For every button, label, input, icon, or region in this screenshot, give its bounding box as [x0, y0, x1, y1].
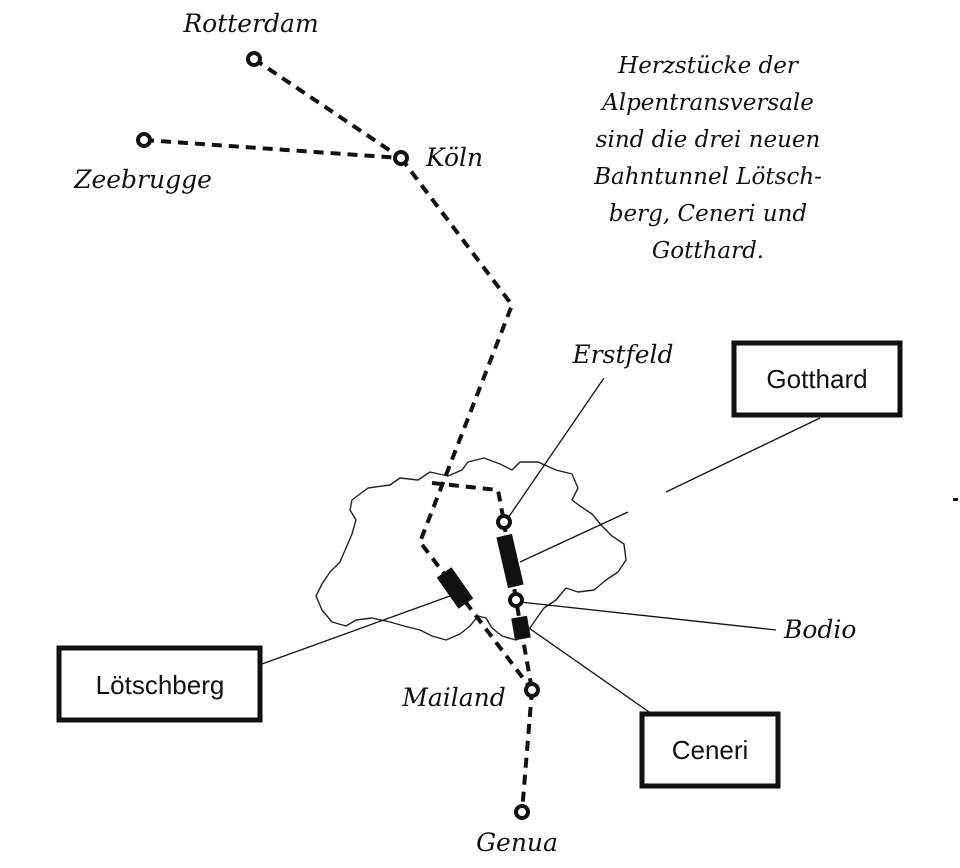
ceneri-box-frame — [639, 711, 781, 789]
intro-line-2: Alpentransversale — [600, 90, 814, 116]
city-label-zeebrugge: Zeebrugge — [73, 165, 212, 194]
route-branch-gotthard — [431, 481, 506, 523]
intro-text: Herzstücke der Alpentransversale sind di… — [593, 53, 822, 264]
city-label-koeln: Köln — [425, 143, 483, 172]
station-erstfeld — [496, 514, 512, 530]
switzerland-border — [315, 457, 627, 641]
gotthard-box-frame — [731, 340, 903, 418]
station-koeln — [393, 150, 409, 166]
tunnel-gotthard-block — [496, 533, 524, 589]
loetschberg-box-label: Lötschberg — [96, 670, 225, 700]
ceneri-box-label: Ceneri — [672, 735, 749, 765]
leader-gotthard-outer — [665, 417, 821, 493]
leader-gotthard — [519, 511, 629, 563]
route-rotterdam-koeln — [252, 57, 403, 160]
city-label-rotterdam: Rotterdam — [182, 9, 318, 38]
leader-loetschberg — [261, 595, 451, 665]
route-loetschberg-mailand — [453, 586, 534, 692]
route-zeebrugge-koeln — [143, 138, 402, 160]
station-bodio — [508, 592, 524, 608]
city-label-bodio: Bodio — [783, 615, 856, 644]
tunnel-ceneri-block — [511, 615, 531, 641]
tunnel-loetschberg-block — [436, 567, 474, 609]
gotthard-box-label: Gotthard — [766, 364, 867, 394]
route-mailand-genua — [520, 689, 534, 813]
loetschberg-box-frame — [56, 645, 263, 723]
edge-mark — [953, 498, 958, 501]
leader-erstfeld — [507, 377, 605, 519]
station-zeebrugge — [136, 132, 152, 148]
city-label-erstfeld: Erstfeld — [571, 340, 673, 369]
loetschberg-label-box: Lötschberg — [56, 645, 263, 723]
city-label-genua: Genua — [476, 828, 558, 857]
city-label-mailand: Mailand — [401, 683, 506, 712]
gotthard-label-box: Gotthard — [731, 340, 903, 418]
intro-line-1: Herzstücke der — [617, 53, 800, 79]
leader-bodio — [519, 601, 777, 631]
leader-ceneri — [525, 625, 653, 715]
route-koeln-loetschberg — [399, 156, 515, 590]
intro-line-6: Gotthard. — [652, 238, 764, 264]
station-rotterdam — [246, 51, 262, 67]
ceneri-label-box: Ceneri — [639, 711, 781, 789]
station-genua — [514, 804, 530, 820]
intro-line-4: Bahntunnel Lötsch- — [593, 164, 822, 190]
intro-line-5: berg, Ceneri und — [609, 201, 807, 227]
intro-line-3: sind die drei neuen — [596, 127, 821, 153]
station-mailand — [524, 682, 540, 698]
route-ceneri-mailand — [519, 627, 534, 691]
